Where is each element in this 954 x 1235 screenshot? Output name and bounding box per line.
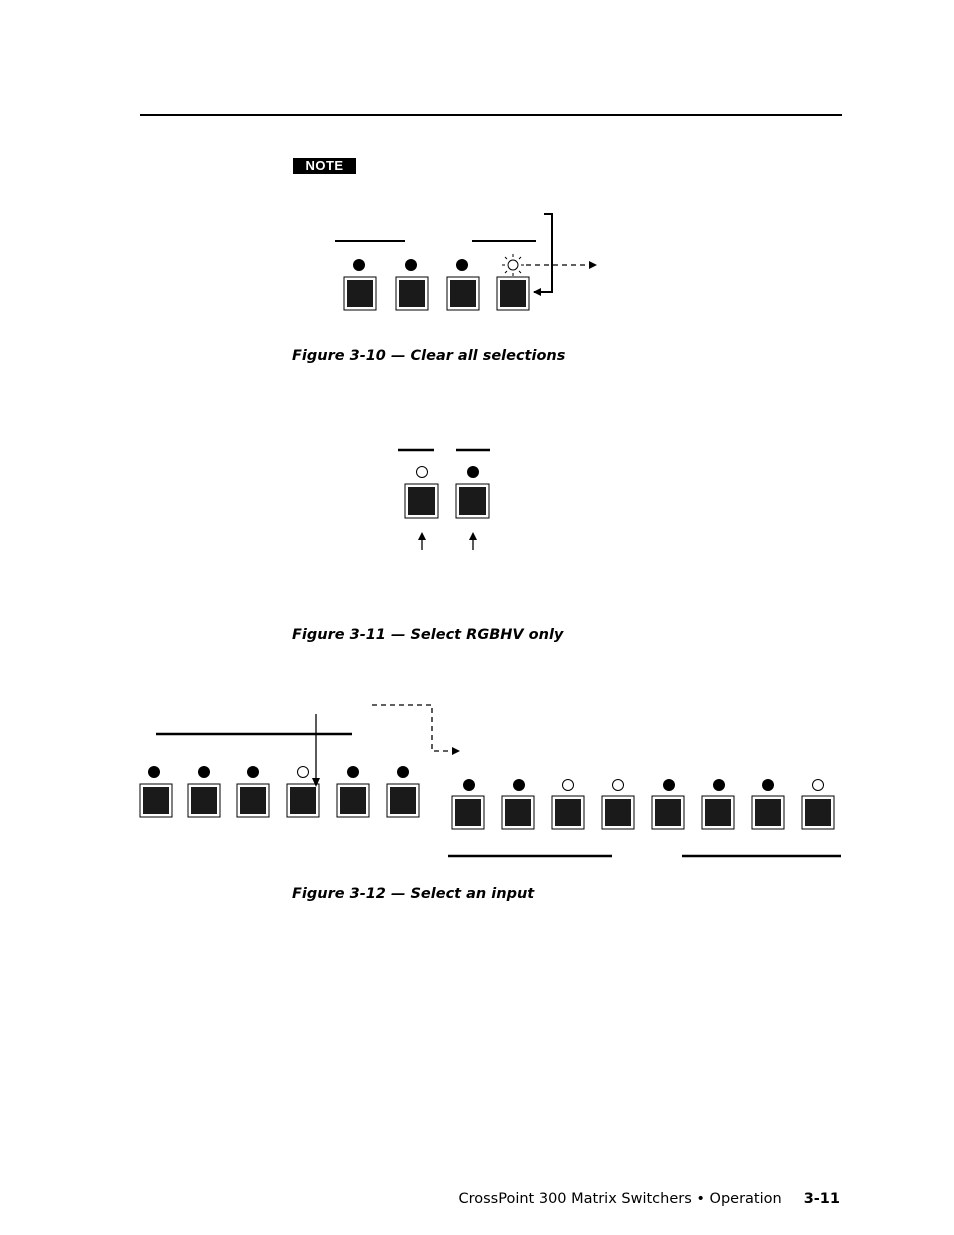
- led-indicator: [463, 779, 475, 791]
- led-indicator: [247, 766, 259, 778]
- page-number: 3-11: [803, 1191, 840, 1207]
- led-indicator: [397, 766, 409, 778]
- down-arrow-icon: [312, 714, 320, 787]
- led-indicator: [713, 779, 725, 791]
- dashed-arrow-head: [452, 747, 460, 755]
- header-rule: [140, 114, 842, 116]
- led-indicator: [405, 259, 417, 271]
- footer-title: CrossPoint 300 Matrix Switchers • Operat…: [458, 1191, 782, 1207]
- page-footer: CrossPoint 300 Matrix Switchers • Operat…: [458, 1191, 840, 1207]
- led-indicator: [198, 766, 210, 778]
- panel-button[interactable]: [343, 276, 377, 311]
- up-arrow-icon: [418, 532, 426, 550]
- note-badge: NOTE: [293, 158, 356, 174]
- led-indicator: [467, 466, 479, 478]
- panel-button[interactable]: [496, 276, 530, 311]
- panel-button[interactable]: [801, 795, 835, 830]
- led-indicator: [148, 766, 160, 778]
- led-indicator: [513, 779, 525, 791]
- led-indicator-off: [812, 779, 824, 791]
- figure-caption: Figure 3-11 — Select RGBHV only: [292, 627, 564, 643]
- panel-button[interactable]: [651, 795, 685, 830]
- up-arrow-icon: [469, 532, 477, 550]
- panel-button[interactable]: [395, 276, 429, 311]
- panel-button[interactable]: [336, 783, 370, 818]
- led-indicator: [762, 779, 774, 791]
- panel-button[interactable]: [701, 795, 735, 830]
- panel-button[interactable]: [236, 783, 270, 818]
- led-indicator-off: [612, 779, 624, 791]
- panel-button[interactable]: [446, 276, 480, 311]
- panel-button[interactable]: [139, 783, 173, 818]
- led-indicator: [347, 766, 359, 778]
- figure-caption: Figure 3-10 — Clear all selections: [292, 348, 566, 364]
- dashed-arrow: [372, 704, 458, 752]
- figure-caption: Figure 3-12 — Select an input: [292, 886, 535, 902]
- panel-button[interactable]: [187, 783, 221, 818]
- panel-button[interactable]: [601, 795, 635, 830]
- led-indicator-off: [562, 779, 574, 791]
- panel-button[interactable]: [751, 795, 785, 830]
- bracket-arrow: [533, 213, 553, 296]
- panel-button[interactable]: [286, 783, 320, 818]
- led-indicator: [663, 779, 675, 791]
- panel-button[interactable]: [386, 783, 420, 818]
- led-indicator: [353, 259, 365, 271]
- panel-button[interactable]: [551, 795, 585, 830]
- panel-button[interactable]: [455, 483, 490, 519]
- panel-button[interactable]: [451, 795, 485, 830]
- led-indicator: [456, 259, 468, 271]
- led-indicator-off: [416, 466, 428, 478]
- panel-button[interactable]: [501, 795, 535, 830]
- blinking-led-icon: [502, 254, 524, 276]
- panel-button[interactable]: [404, 483, 439, 519]
- led-indicator-off: [297, 766, 309, 778]
